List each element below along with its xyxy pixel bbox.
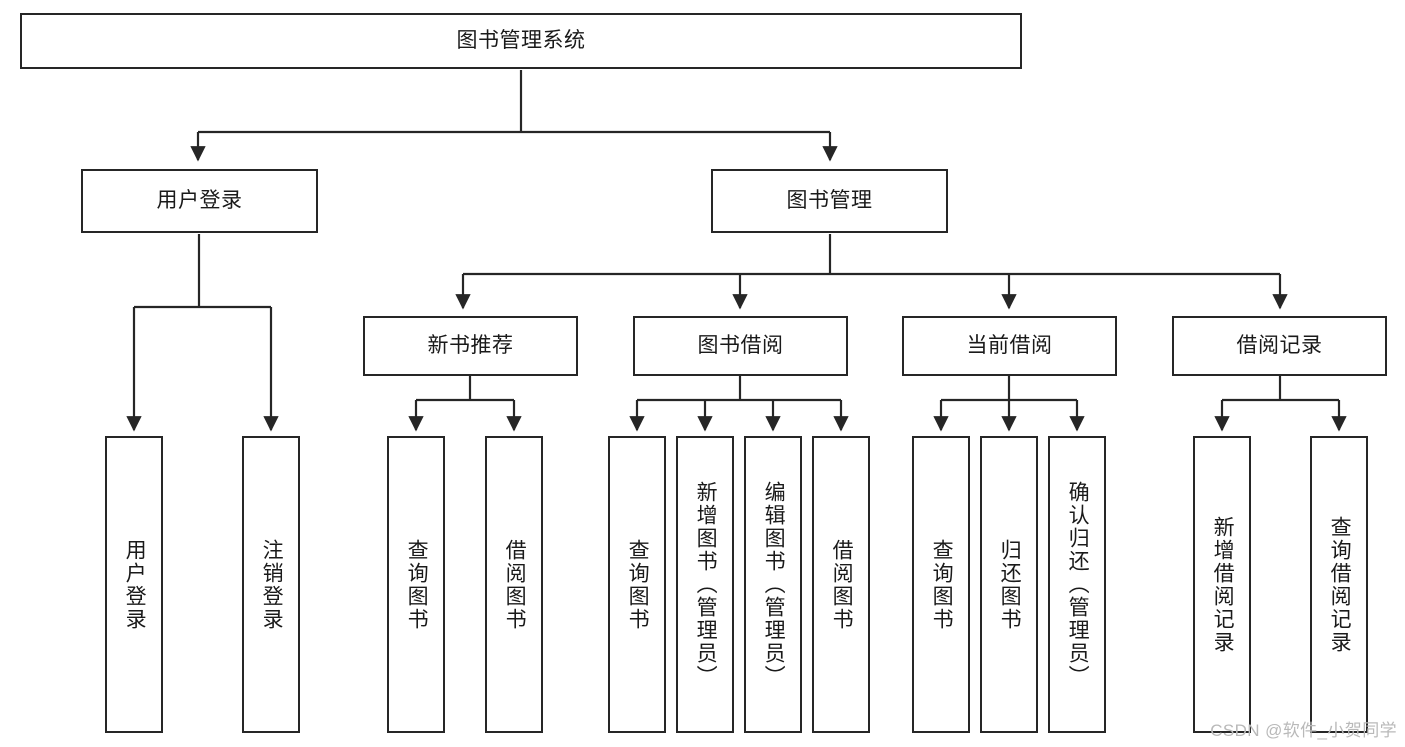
node-leaf-add-borrow-record-label: 新增借阅记录 — [1211, 515, 1235, 654]
node-leaf-query-borrow-record[interactable]: 查询借阅记录 — [1310, 436, 1368, 733]
node-leaf-edit-book-admin[interactable]: 编辑图书（管理员） — [744, 436, 802, 733]
node-book-borrow-label: 图书借阅 — [697, 333, 784, 357]
node-new-book-recommend[interactable]: 新书推荐 — [363, 316, 578, 376]
node-leaf-current-query-book-label: 查询图书 — [930, 538, 954, 631]
node-leaf-query-borrow-record-label: 查询借阅记录 — [1328, 515, 1352, 654]
node-new-book-recommend-label: 新书推荐 — [427, 333, 514, 357]
node-leaf-newbook-query-book[interactable]: 查询图书 — [387, 436, 445, 733]
node-borrow-record-label: 借阅记录 — [1236, 333, 1323, 357]
node-leaf-confirm-return-admin-label: 确认归还（管理员） — [1066, 481, 1090, 688]
node-leaf-newbook-borrow-book-label: 借阅图书 — [503, 538, 527, 631]
node-leaf-newbook-query-book-label: 查询图书 — [405, 538, 429, 631]
node-user-login[interactable]: 用户登录 — [81, 169, 318, 233]
node-borrow-record[interactable]: 借阅记录 — [1172, 316, 1387, 376]
node-leaf-return-book[interactable]: 归还图书 — [980, 436, 1038, 733]
node-leaf-return-book-label: 归还图书 — [998, 538, 1022, 631]
node-book-management-label: 图书管理 — [786, 188, 873, 212]
node-current-borrow-label: 当前借阅 — [966, 333, 1053, 357]
node-leaf-add-borrow-record[interactable]: 新增借阅记录 — [1193, 436, 1251, 733]
node-leaf-confirm-return-admin[interactable]: 确认归还（管理员） — [1048, 436, 1106, 733]
node-current-borrow[interactable]: 当前借阅 — [902, 316, 1117, 376]
node-leaf-borrow-book-label: 借阅图书 — [830, 538, 854, 631]
node-book-management[interactable]: 图书管理 — [711, 169, 948, 233]
node-leaf-current-query-book[interactable]: 查询图书 — [912, 436, 970, 733]
node-leaf-borrow-query-book-label: 查询图书 — [626, 538, 650, 631]
node-leaf-add-book-admin[interactable]: 新增图书（管理员） — [676, 436, 734, 733]
node-root-label: 图书管理系统 — [456, 28, 586, 52]
node-user-login-label: 用户登录 — [156, 188, 243, 212]
node-root[interactable]: 图书管理系统 — [20, 13, 1022, 69]
node-leaf-newbook-borrow-book[interactable]: 借阅图书 — [485, 436, 543, 733]
node-leaf-borrow-query-book[interactable]: 查询图书 — [608, 436, 666, 733]
csdn-watermark: CSDN @软件_小贺同学 — [1210, 721, 1397, 740]
node-leaf-user-login-label: 用户登录 — [123, 538, 147, 631]
node-leaf-borrow-book[interactable]: 借阅图书 — [812, 436, 870, 733]
node-book-borrow[interactable]: 图书借阅 — [633, 316, 848, 376]
node-leaf-user-login[interactable]: 用户登录 — [105, 436, 163, 733]
node-leaf-add-book-admin-label: 新增图书（管理员） — [694, 481, 718, 688]
node-leaf-edit-book-admin-label: 编辑图书（管理员） — [762, 481, 786, 688]
node-leaf-logout[interactable]: 注销登录 — [242, 436, 300, 733]
node-leaf-logout-label: 注销登录 — [260, 538, 284, 631]
